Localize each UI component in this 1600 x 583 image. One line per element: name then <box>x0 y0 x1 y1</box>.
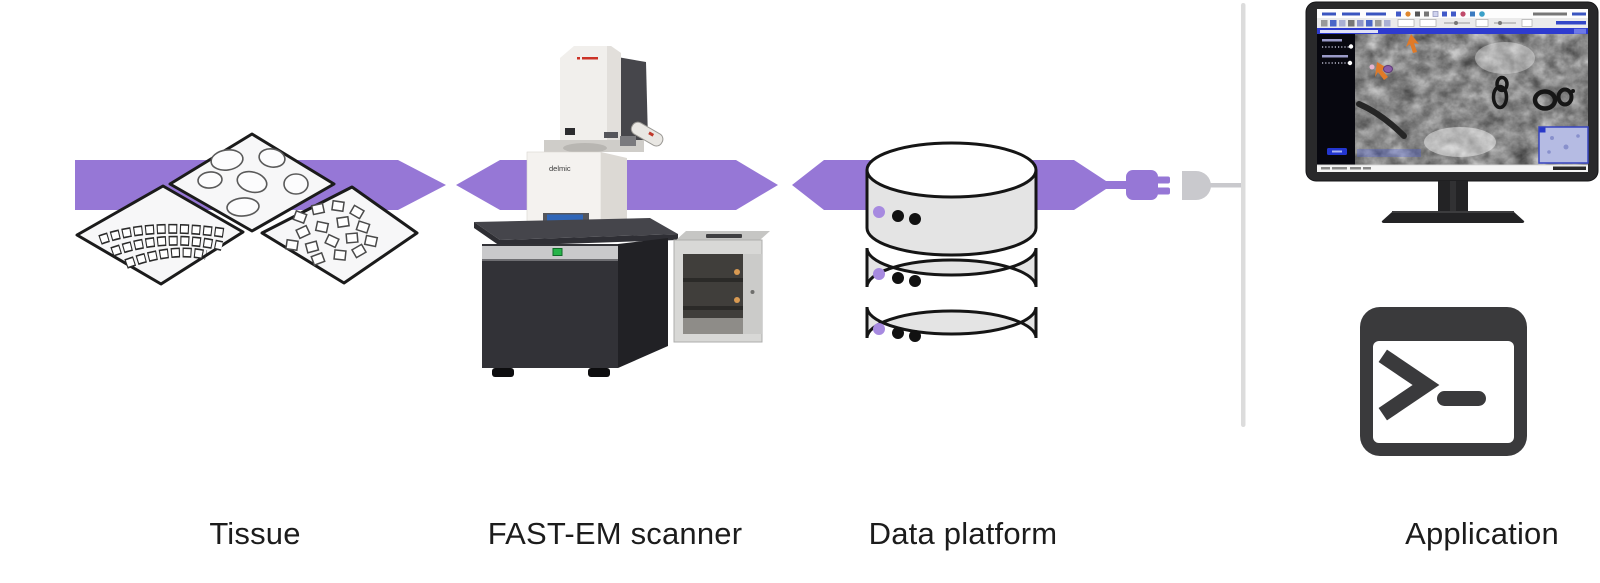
stage-ring <box>563 143 607 153</box>
tissue-plate-ribbons <box>75 184 245 286</box>
scanner-body-side <box>601 152 627 222</box>
cabinet-band <box>482 246 618 259</box>
terminal-cursor-dash <box>1437 391 1486 406</box>
annotation-arrow-2 <box>1375 62 1388 80</box>
stand-base-top <box>1392 211 1514 213</box>
viewer-title-bar <box>1317 28 1588 35</box>
scanner-column-tower <box>560 46 621 140</box>
cabinet-side <box>618 238 668 368</box>
cabinet-band-shadow <box>482 259 618 261</box>
db-indicator-dots <box>873 206 921 342</box>
socket-cable <box>1205 183 1243 188</box>
cabinet-foot-left <box>492 368 514 377</box>
cabinet-front <box>482 244 618 368</box>
cabinet-top-edge-r <box>500 234 678 246</box>
power-led <box>552 248 563 256</box>
tower-detail <box>565 128 575 135</box>
annotation-blob-purple <box>1383 65 1393 73</box>
stage-label-tissue: Tissue <box>209 516 301 551</box>
rack-shelf-1 <box>683 278 743 282</box>
vessel-structure <box>1356 101 1407 139</box>
cabinet-foot-right <box>588 368 610 377</box>
robotic-arm-mount <box>620 136 636 146</box>
myelin-ring-1 <box>1491 84 1509 110</box>
viewer-minimap <box>1538 126 1589 164</box>
plug-prong-top <box>1156 176 1170 184</box>
section-ribbon-rows <box>98 223 226 269</box>
side-detector <box>630 121 664 147</box>
myelin-ring-2 <box>1495 75 1509 93</box>
tissue-plate-sections <box>260 185 419 285</box>
plug-prong-bottom <box>1156 187 1170 195</box>
plug-connection <box>1126 170 1243 200</box>
stage-label-fast-em-scanner: FAST-EM scanner <box>487 516 743 551</box>
em-viewer-screenshot <box>1317 11 1589 172</box>
terminal-prompt-chevron <box>1378 349 1440 421</box>
rack-light-1 <box>734 269 740 275</box>
socket-icon <box>1182 171 1211 200</box>
device-brand-label: delmic <box>549 164 571 173</box>
selection-overlay <box>1357 149 1421 157</box>
rack-light-2 <box>734 297 740 303</box>
cabinet-top-edge-l <box>474 222 500 246</box>
myelin-ring-3 <box>1532 89 1558 111</box>
stand-highlight <box>1450 181 1456 212</box>
scanner-body <box>526 151 602 223</box>
tower-shade <box>607 46 621 140</box>
tissue-plate-ovals <box>168 132 336 233</box>
tissue-plates-icon <box>75 132 419 286</box>
annotation-dot-pink <box>1369 64 1375 70</box>
viewer-menu-bar <box>1322 11 1586 17</box>
viewer-status-bar <box>1317 164 1588 172</box>
rack-knob <box>750 290 755 294</box>
monitor-stand-base <box>1381 212 1525 223</box>
database-icon <box>865 141 1038 342</box>
em-scanner-photo: delmic <box>474 46 770 377</box>
viewer-sidebar <box>1317 34 1355 165</box>
terminal-icon <box>1360 307 1527 456</box>
rack-bottom-tray <box>683 318 743 334</box>
myelin-ring-4 <box>1556 87 1574 107</box>
annotation-arrow-1 <box>1406 34 1419 53</box>
rack-shelf-2 <box>683 306 743 310</box>
stage-label-data-platform: Data platform <box>868 516 1058 551</box>
tower-detail2 <box>604 132 618 138</box>
rack-vent <box>706 234 742 238</box>
cabinet-top <box>474 218 678 240</box>
viewer-toolbar <box>1317 18 1588 28</box>
plug-icon <box>1126 170 1158 200</box>
stage-label-application: Application <box>1405 516 1559 551</box>
divider-line <box>1241 3 1246 427</box>
sample-slot <box>547 214 583 222</box>
thermo-logo <box>577 57 598 60</box>
monitor-icon <box>1305 1 1599 223</box>
